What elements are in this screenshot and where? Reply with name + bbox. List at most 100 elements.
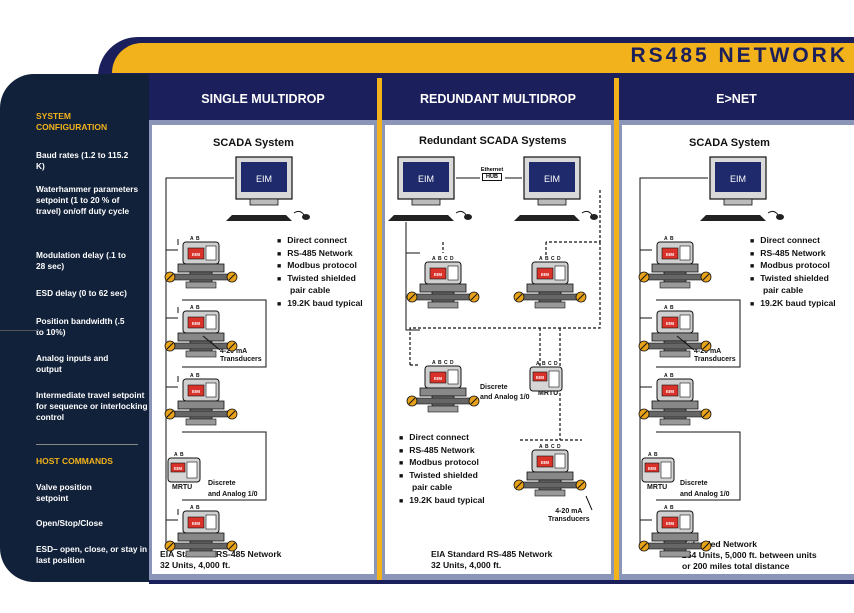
monitor-screen (529, 162, 575, 192)
transducer-leader (676, 335, 695, 351)
mrtu-display-label: EIM (648, 466, 656, 471)
bullet-item: pair cable (763, 285, 804, 295)
feature-list: Direct connect RS-485 Network Modbus pro… (750, 235, 836, 310)
scada-label: SCADA System (689, 137, 770, 149)
actuator-label: EIM (192, 252, 200, 257)
network-cable (639, 177, 708, 548)
actuator-foot (185, 350, 217, 358)
actuator-display (429, 371, 447, 384)
terminal-label: C (551, 256, 555, 262)
terminal-label: D (450, 256, 454, 262)
terminal-label: A (190, 505, 194, 511)
bullet-item: Direct connect (277, 235, 363, 248)
terminal-label: D (554, 361, 558, 367)
bullet-item: 19.2K baud typical (277, 298, 362, 311)
bullet-item: Twisted shielded (399, 470, 485, 483)
monitor-stand (249, 198, 279, 206)
column-heading-enet: E>NET (619, 78, 854, 120)
bullet-item: Twisted shielded (277, 273, 363, 286)
pipe (169, 342, 233, 350)
sidebar: SYSTEM CONFIGURATION Baud rates (1.2 to … (0, 74, 149, 582)
bullet-item: RS-485 Network (399, 445, 485, 458)
column-divider (377, 78, 382, 582)
mouse (590, 214, 598, 220)
flange-slash (702, 273, 710, 281)
terminal-label: D (557, 256, 561, 262)
actuator-label: EIM (666, 321, 674, 326)
actuator-panel (205, 245, 217, 261)
bus-cable (656, 431, 741, 501)
flange-slash (470, 397, 478, 405)
actuator-base (419, 387, 467, 397)
bullet-item: Modbus protocol (399, 457, 485, 470)
monitor-stand (411, 198, 441, 206)
actuator-base (651, 400, 699, 410)
actuator-base (177, 532, 225, 542)
terminal-label: B (196, 236, 200, 242)
transducer-leader (585, 495, 593, 511)
bullet-item: Direct connect (750, 235, 836, 248)
network-cable (405, 253, 420, 331)
bottom-rule (149, 580, 854, 584)
pipe (643, 410, 707, 418)
screen-label: EIM (256, 174, 272, 184)
terminal-label: B (670, 373, 674, 379)
sidebar-item: Valve position setpoint (36, 482, 92, 503)
actuator-display (536, 267, 554, 280)
bullet-item: RS-485 Network (750, 248, 836, 261)
sidebar-item: Intermediate travel setpoint for sequenc… (36, 390, 148, 422)
terminal-label: B (654, 452, 658, 458)
flange-slash (515, 481, 523, 489)
mrtu-label: MRTU (172, 484, 193, 491)
actuator-base (177, 332, 225, 342)
bullet-item: Twisted shielded (750, 273, 836, 286)
terminal-label: A (664, 373, 668, 379)
terminal-label: C (548, 361, 552, 367)
actuator-base (526, 471, 574, 481)
actuator-base (526, 283, 574, 293)
monitor-screen (241, 162, 287, 192)
actuator-panel (205, 514, 217, 530)
pipe (643, 273, 707, 281)
terminal-label: A (664, 505, 668, 511)
actuator-display (187, 516, 205, 529)
actuator-panel (447, 265, 459, 281)
flange-slash (470, 293, 478, 301)
flange-slash (640, 410, 648, 418)
pointer-line (0, 330, 38, 331)
bullet-item: Direct connect (399, 432, 485, 445)
sidebar-item: Baud rates (1.2 to 115.2 K) (36, 150, 129, 171)
transducer-leader (202, 335, 221, 351)
pipe (169, 410, 233, 418)
mouse-cable (455, 210, 467, 216)
actuator-foot (185, 550, 217, 558)
terminal-label: A (432, 256, 436, 262)
system-config-heading: SYSTEM CONFIGURATION (36, 111, 108, 132)
terminal-label: A (174, 452, 178, 458)
terminal-label: B (545, 256, 549, 262)
mouse (776, 214, 784, 220)
flange-slash (702, 542, 710, 550)
computer-icon: EIM (700, 156, 784, 221)
pipe (411, 397, 475, 405)
keyboard (700, 215, 766, 221)
feature-list: Direct connect RS-485 Network Modbus pro… (399, 432, 485, 507)
flange-slash (228, 273, 236, 281)
monitor-screen (715, 162, 761, 192)
actuator-foot (427, 405, 459, 413)
flange-slash (166, 542, 174, 550)
terminal-label: A (539, 256, 543, 262)
screen-label: EIM (418, 174, 434, 184)
actuator-foot (659, 550, 691, 558)
header-gold-stripe (112, 43, 854, 73)
actuator-foot (185, 281, 217, 289)
pipe (643, 542, 707, 550)
actuator-panel (205, 314, 217, 330)
actuator-base (651, 332, 699, 342)
